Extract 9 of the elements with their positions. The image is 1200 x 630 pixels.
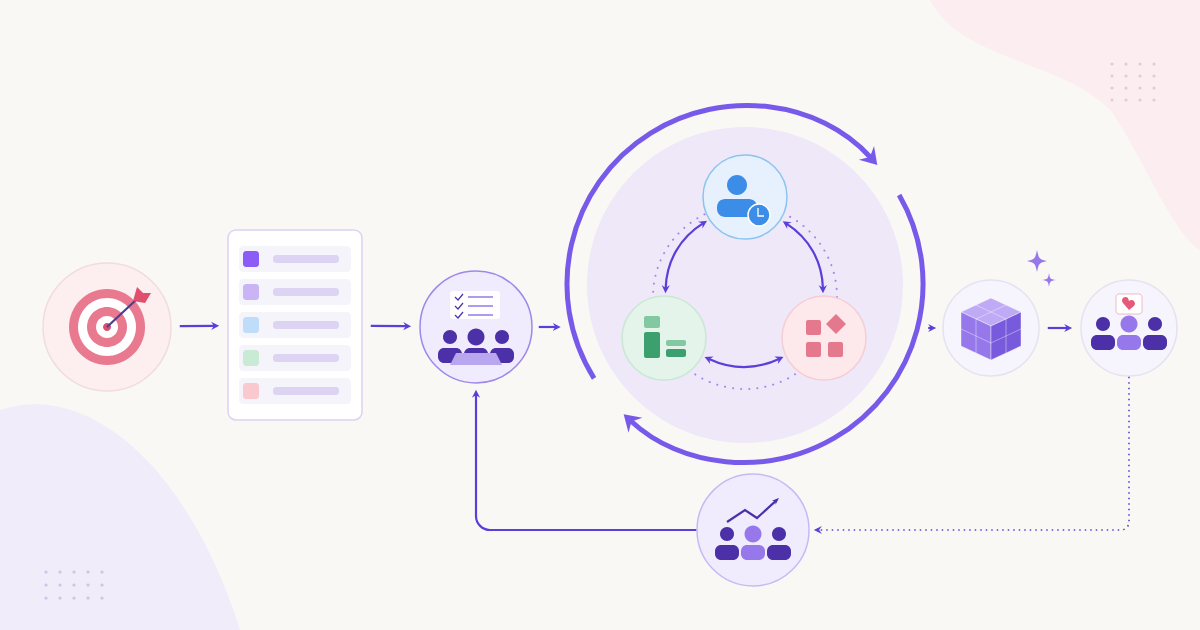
team-meeting-icon <box>419 270 533 384</box>
list-card <box>227 229 363 421</box>
cube-icon <box>942 279 1040 377</box>
growth-icon <box>696 473 810 587</box>
target-icon <box>42 262 172 392</box>
shapes-icon <box>781 295 867 381</box>
board-icon <box>621 295 707 381</box>
person-clock-icon <box>702 154 788 240</box>
feedback-icon <box>1080 279 1178 377</box>
